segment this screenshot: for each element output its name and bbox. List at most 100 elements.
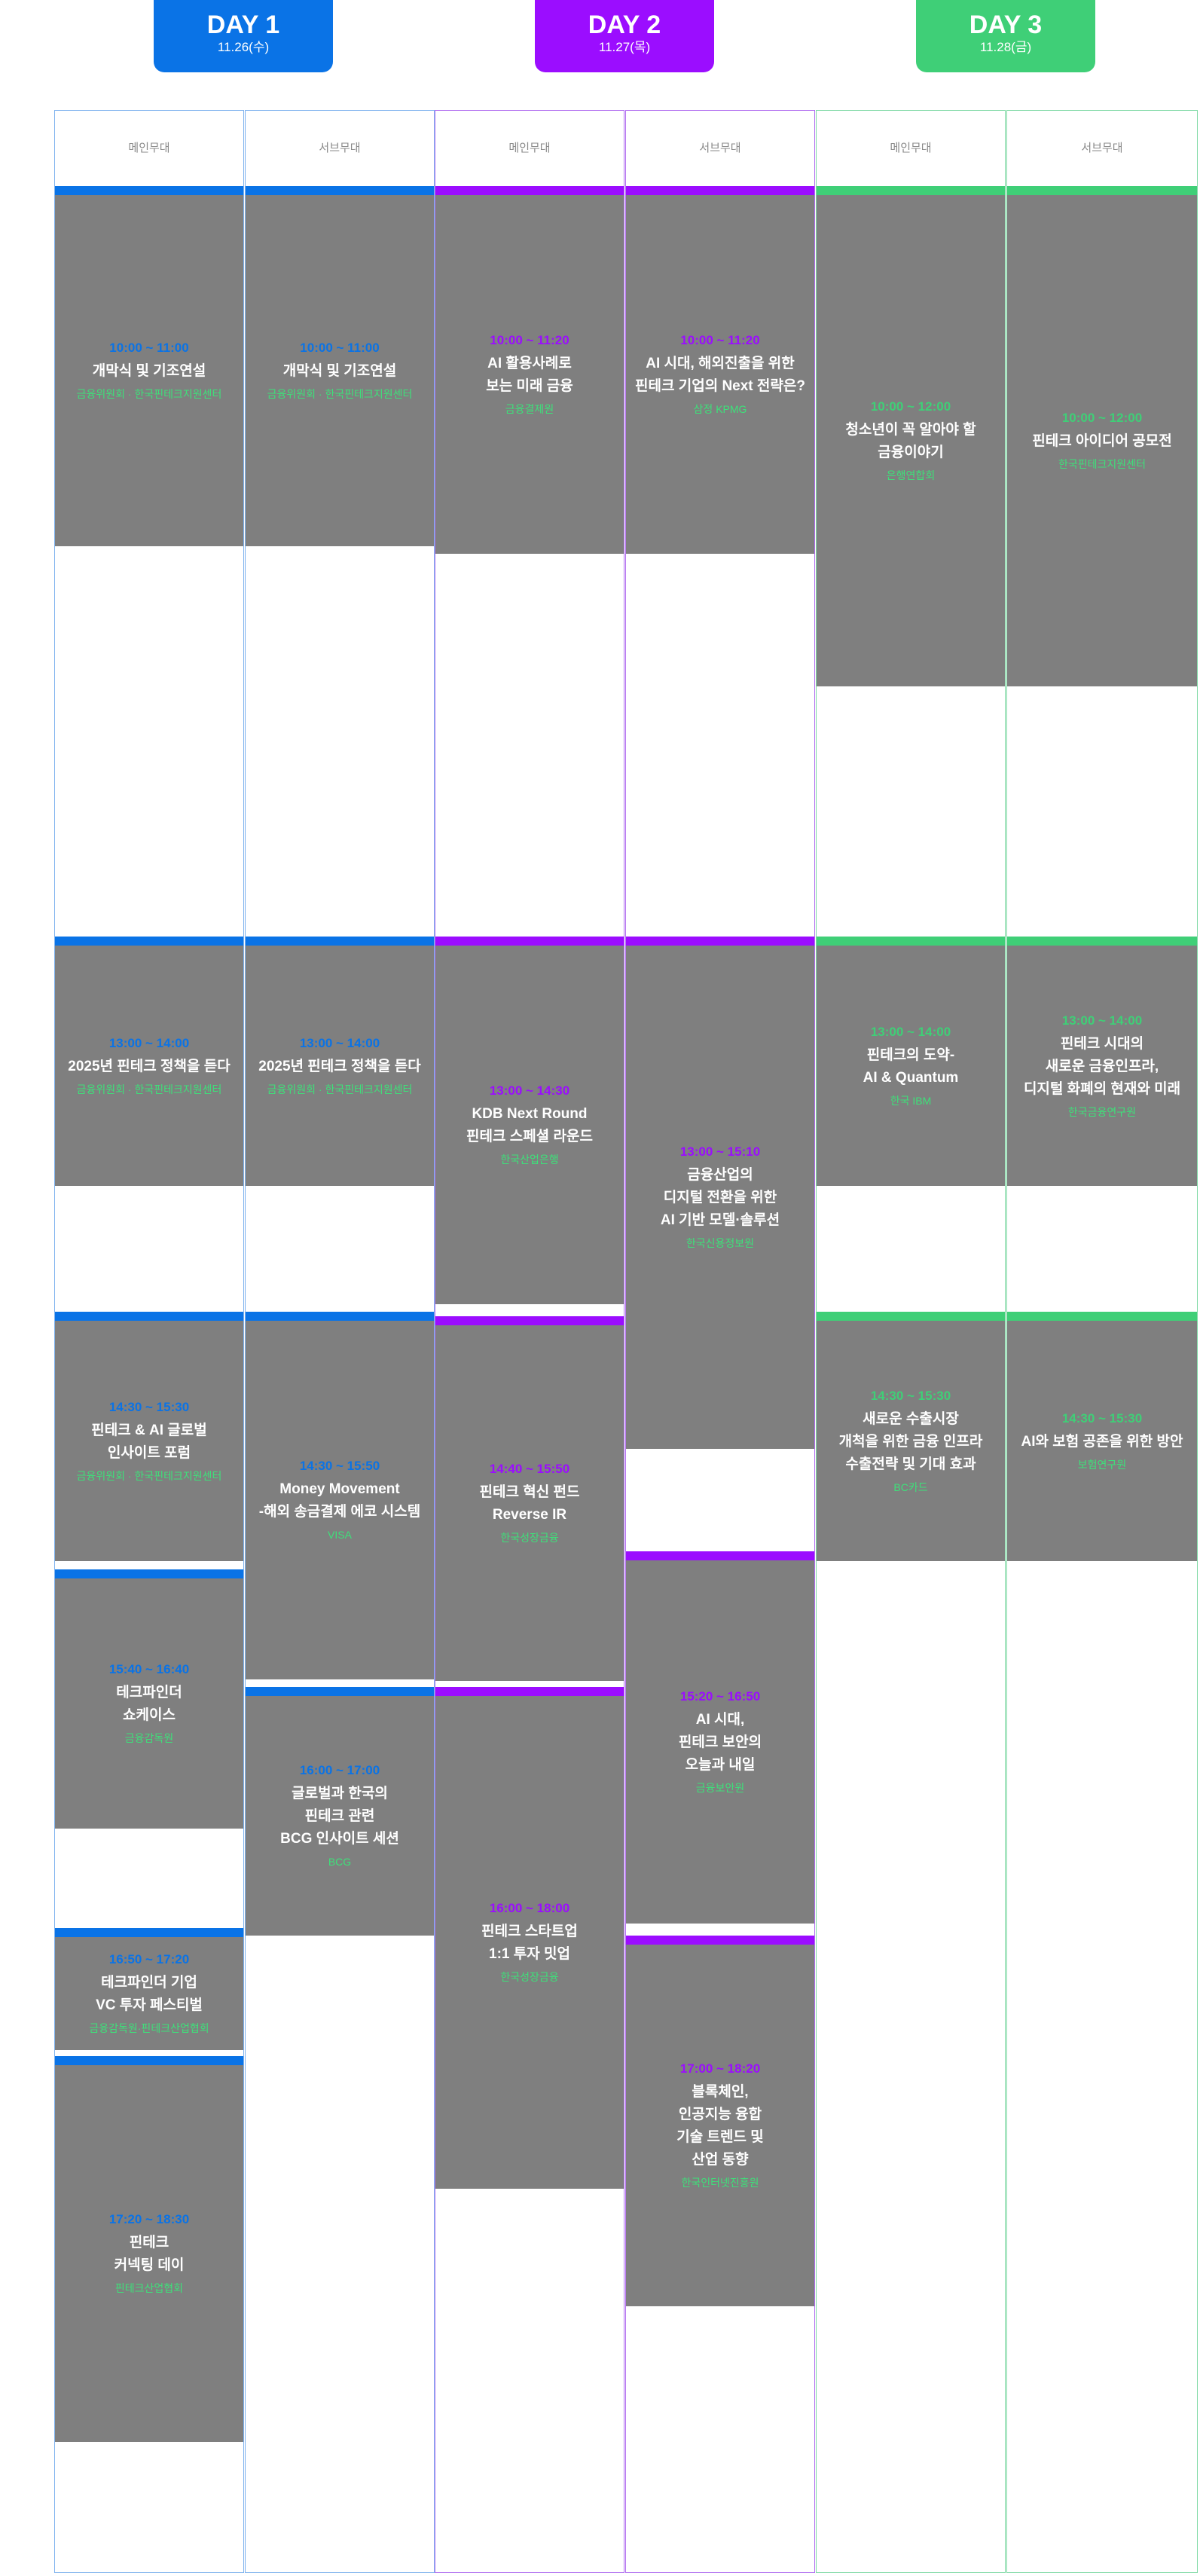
session-title: 핀테크의 도약- AI & Quantum <box>863 1047 959 1086</box>
session-divider <box>626 937 814 946</box>
session-divider <box>1007 1312 1197 1321</box>
session-organizer: 한국성장금융 <box>500 1532 559 1544</box>
session-title: 글로벌과 한국의 핀테크 관련 BCG 인사이트 세션 <box>280 1786 399 1847</box>
session-time: 15:40 ~ 16:40 <box>108 1662 190 1676</box>
day1-main-column: 메인무대 10:00 ~ 11:00 개막식 및 기조연설 금융위원회 · 한국… <box>54 110 244 2573</box>
session-divider <box>55 2056 243 2065</box>
stage-label: 서브무대 <box>1081 142 1123 154</box>
day-label: DAY 3 <box>969 11 1043 39</box>
session-title: AI와 보험 공존을 위한 방안 <box>1021 1433 1183 1450</box>
session-title: 2025년 핀테크 정책을 듣다 <box>68 1058 231 1074</box>
session-divider <box>817 186 1005 195</box>
session-card[interactable]: 16:00 ~ 18:00 핀테크 스타트업 1:1 투자 밋업 한국성장금융 <box>435 1696 624 2189</box>
session-organizer: 삼정 KPMG <box>693 403 747 415</box>
session-divider <box>435 937 624 946</box>
session-card[interactable]: 17:00 ~ 18:20 블록체인, 인공지능 융합 기술 트렌드 및 산업 … <box>626 1945 814 2306</box>
session-card[interactable]: 16:50 ~ 17:20 테크파인더 기업 VC 투자 페스티벌 금융감독원·… <box>55 1937 243 2050</box>
session-card[interactable]: 10:00 ~ 11:20 AI 활용사례로 보는 미래 금융 금융결제원 <box>435 195 624 554</box>
session-card[interactable]: 13:00 ~ 14:30 KDB Next Round 핀테크 스페셜 라운드… <box>435 946 624 1304</box>
day-2-badge[interactable]: DAY 2 11.27(목) <box>535 0 714 72</box>
session-title: KDB Next Round 핀테크 스페셜 라운드 <box>466 1106 593 1144</box>
session-time: 17:20 ~ 18:30 <box>108 2212 190 2226</box>
session-card[interactable]: 13:00 ~ 14:00 2025년 핀테크 정책을 듣다 금융위원회 · 한… <box>246 946 434 1186</box>
session-title: 핀테크 아이디어 공모전 <box>1032 433 1172 449</box>
session-card[interactable]: 17:20 ~ 18:30 핀테크 커넥팅 데이 핀테크산업협회 <box>55 2065 243 2442</box>
day2-main-column: 메인무대 10:00 ~ 11:20 AI 활용사례로 보는 미래 금융 금융결… <box>435 110 624 2573</box>
session-organizer: 한국 IBM <box>890 1094 932 1107</box>
session-divider <box>1007 186 1197 195</box>
session-card[interactable]: 15:20 ~ 16:50 AI 시대, 핀테크 보안의 오늘과 내일 금융보안… <box>626 1560 814 1924</box>
session-title: AI 시대, 해외진출을 위한 핀테크 기업의 Next 전략은? <box>635 356 805 394</box>
session-title: 핀테크 스타트업 1:1 투자 밋업 <box>481 1924 578 1962</box>
session-card[interactable]: 13:00 ~ 15:10 금융산업의 디지털 전환을 위한 AI 기반 모델·… <box>626 946 814 1449</box>
session-card[interactable]: 10:00 ~ 11:00 개막식 및 기조연설 금융위원회 · 한국핀테크지원… <box>246 195 434 546</box>
session-time: 17:00 ~ 18:20 <box>679 2061 761 2076</box>
session-card[interactable]: 10:00 ~ 12:00 핀테크 아이디어 공모전 한국핀테크지원센터 <box>1007 195 1197 686</box>
session-time: 15:20 ~ 16:50 <box>679 1689 761 1704</box>
session-card[interactable]: 15:40 ~ 16:40 테크파인더 쇼케이스 금융감독원 <box>55 1578 243 1829</box>
session-title: 핀테크 시대의 새로운 금융인프라, 디지털 화폐의 현재와 미래 <box>1023 1035 1181 1097</box>
day3-sub-column: 서브무대 10:00 ~ 12:00 핀테크 아이디어 공모전 한국핀테크지원센… <box>1006 110 1198 2573</box>
session-time: 13:00 ~ 15:10 <box>679 1144 761 1159</box>
session-card[interactable]: 10:00 ~ 12:00 청소년이 꼭 알아야 할 금융이야기 은행연합회 <box>817 195 1005 686</box>
session-title: 블록체인, 인공지능 융합 기술 트렌드 및 산업 동향 <box>676 2084 764 2168</box>
session-organizer: VISA <box>328 1529 352 1541</box>
session-divider <box>626 1936 814 1945</box>
session-card[interactable]: 14:30 ~ 15:30 새로운 수출시장 개척을 위한 금융 인프라 수출전… <box>817 1321 1005 1561</box>
session-organizer: 한국산업은행 <box>500 1154 559 1166</box>
session-organizer: 금융감독원·핀테크산업협회 <box>89 2022 209 2034</box>
session-time: 16:50 ~ 17:20 <box>108 1952 190 1966</box>
session-divider <box>246 1312 434 1321</box>
session-time: 10:00 ~ 12:00 <box>1061 411 1143 425</box>
day-label: DAY 1 <box>206 11 280 39</box>
session-card[interactable]: 10:00 ~ 11:20 AI 시대, 해외진출을 위한 핀테크 기업의 Ne… <box>626 195 814 554</box>
session-time: 13:00 ~ 14:00 <box>870 1024 951 1039</box>
session-divider <box>435 186 624 195</box>
session-organizer: 금융위원회 · 한국핀테크지원센터 <box>267 388 413 400</box>
session-organizer: 금융결제원 <box>505 403 554 415</box>
session-card[interactable]: 14:30 ~ 15:30 AI와 보험 공존을 위한 방안 보험연구원 <box>1007 1321 1197 1561</box>
session-card[interactable]: 13:00 ~ 14:00 핀테크의 도약- AI & Quantum 한국 I… <box>817 946 1005 1186</box>
session-time: 13:00 ~ 14:00 <box>108 1035 190 1050</box>
session-time: 14:30 ~ 15:50 <box>299 1459 380 1473</box>
session-time: 13:00 ~ 14:30 <box>489 1083 570 1098</box>
session-card[interactable]: 16:00 ~ 17:00 글로벌과 한국의 핀테크 관련 BCG 인사이트 세… <box>246 1696 434 1936</box>
session-title: 새로운 수출시장 개척을 위한 금융 인프라 수출전략 및 기대 효과 <box>838 1410 983 1472</box>
session-time: 10:00 ~ 11:20 <box>490 333 569 347</box>
day-date: 11.27(목) <box>598 40 651 54</box>
day-date: 11.28(금) <box>979 40 1032 54</box>
session-divider <box>817 937 1005 946</box>
session-organizer: 한국신용정보원 <box>685 1237 755 1249</box>
session-time: 10:00 ~ 11:00 <box>300 341 380 355</box>
day-1-badge[interactable]: DAY 1 11.26(수) <box>154 0 333 72</box>
day-3-badge[interactable]: DAY 3 11.28(금) <box>916 0 1095 72</box>
session-time: 10:00 ~ 11:20 <box>680 333 760 347</box>
session-card[interactable]: 10:00 ~ 11:00 개막식 및 기조연설 금융위원회 · 한국핀테크지원… <box>55 195 243 546</box>
session-organizer: BCG <box>328 1856 352 1868</box>
session-organizer: 금융위원회 · 한국핀테크지원센터 <box>76 388 222 400</box>
session-card[interactable]: 14:30 ~ 15:30 핀테크 & AI 글로벌 인사이트 포럼 금융위원회… <box>55 1321 243 1561</box>
session-divider <box>1007 937 1197 946</box>
session-title: AI 활용사례로 보는 미래 금융 <box>486 356 573 394</box>
day1-sub-column: 서브무대 10:00 ~ 11:00 개막식 및 기조연설 금융위원회 · 한국… <box>245 110 435 2573</box>
session-organizer: 한국인터넷진흥원 <box>681 2177 759 2189</box>
session-card[interactable]: 14:40 ~ 15:50 핀테크 혁신 펀드 Reverse IR 한국성장금… <box>435 1325 624 1681</box>
session-divider <box>626 1551 814 1560</box>
day2-sub-column: 서브무대 10:00 ~ 11:20 AI 시대, 해외진출을 위한 핀테크 기… <box>625 110 815 2573</box>
session-organizer: 한국금융연구원 <box>1067 1105 1137 1118</box>
session-title: 개막식 및 기조연설 <box>282 363 397 379</box>
session-organizer: 한국핀테크지원센터 <box>1058 458 1146 470</box>
session-card[interactable]: 13:00 ~ 14:00 2025년 핀테크 정책을 듣다 금융위원회 · 한… <box>55 946 243 1186</box>
session-card[interactable]: 13:00 ~ 14:00 핀테크 시대의 새로운 금융인프라, 디지털 화폐의… <box>1007 946 1197 1186</box>
session-title: 핀테크 혁신 펀드 Reverse IR <box>479 1484 580 1523</box>
session-title: 개막식 및 기조연설 <box>92 363 206 379</box>
session-divider <box>817 1312 1005 1321</box>
session-divider <box>55 186 243 195</box>
stage-label: 서브무대 <box>699 142 741 154</box>
session-organizer: 한국성장금융 <box>500 1971 559 1983</box>
session-card[interactable]: 14:30 ~ 15:50 Money Movement -해외 송금결제 에코… <box>246 1321 434 1679</box>
session-organizer: BC카드 <box>893 1481 928 1493</box>
session-organizer: 보험연구원 <box>1077 1458 1127 1471</box>
session-time: 14:30 ~ 15:30 <box>108 1399 190 1414</box>
session-organizer: 금융위원회 · 한국핀테크지원센터 <box>76 1083 222 1095</box>
